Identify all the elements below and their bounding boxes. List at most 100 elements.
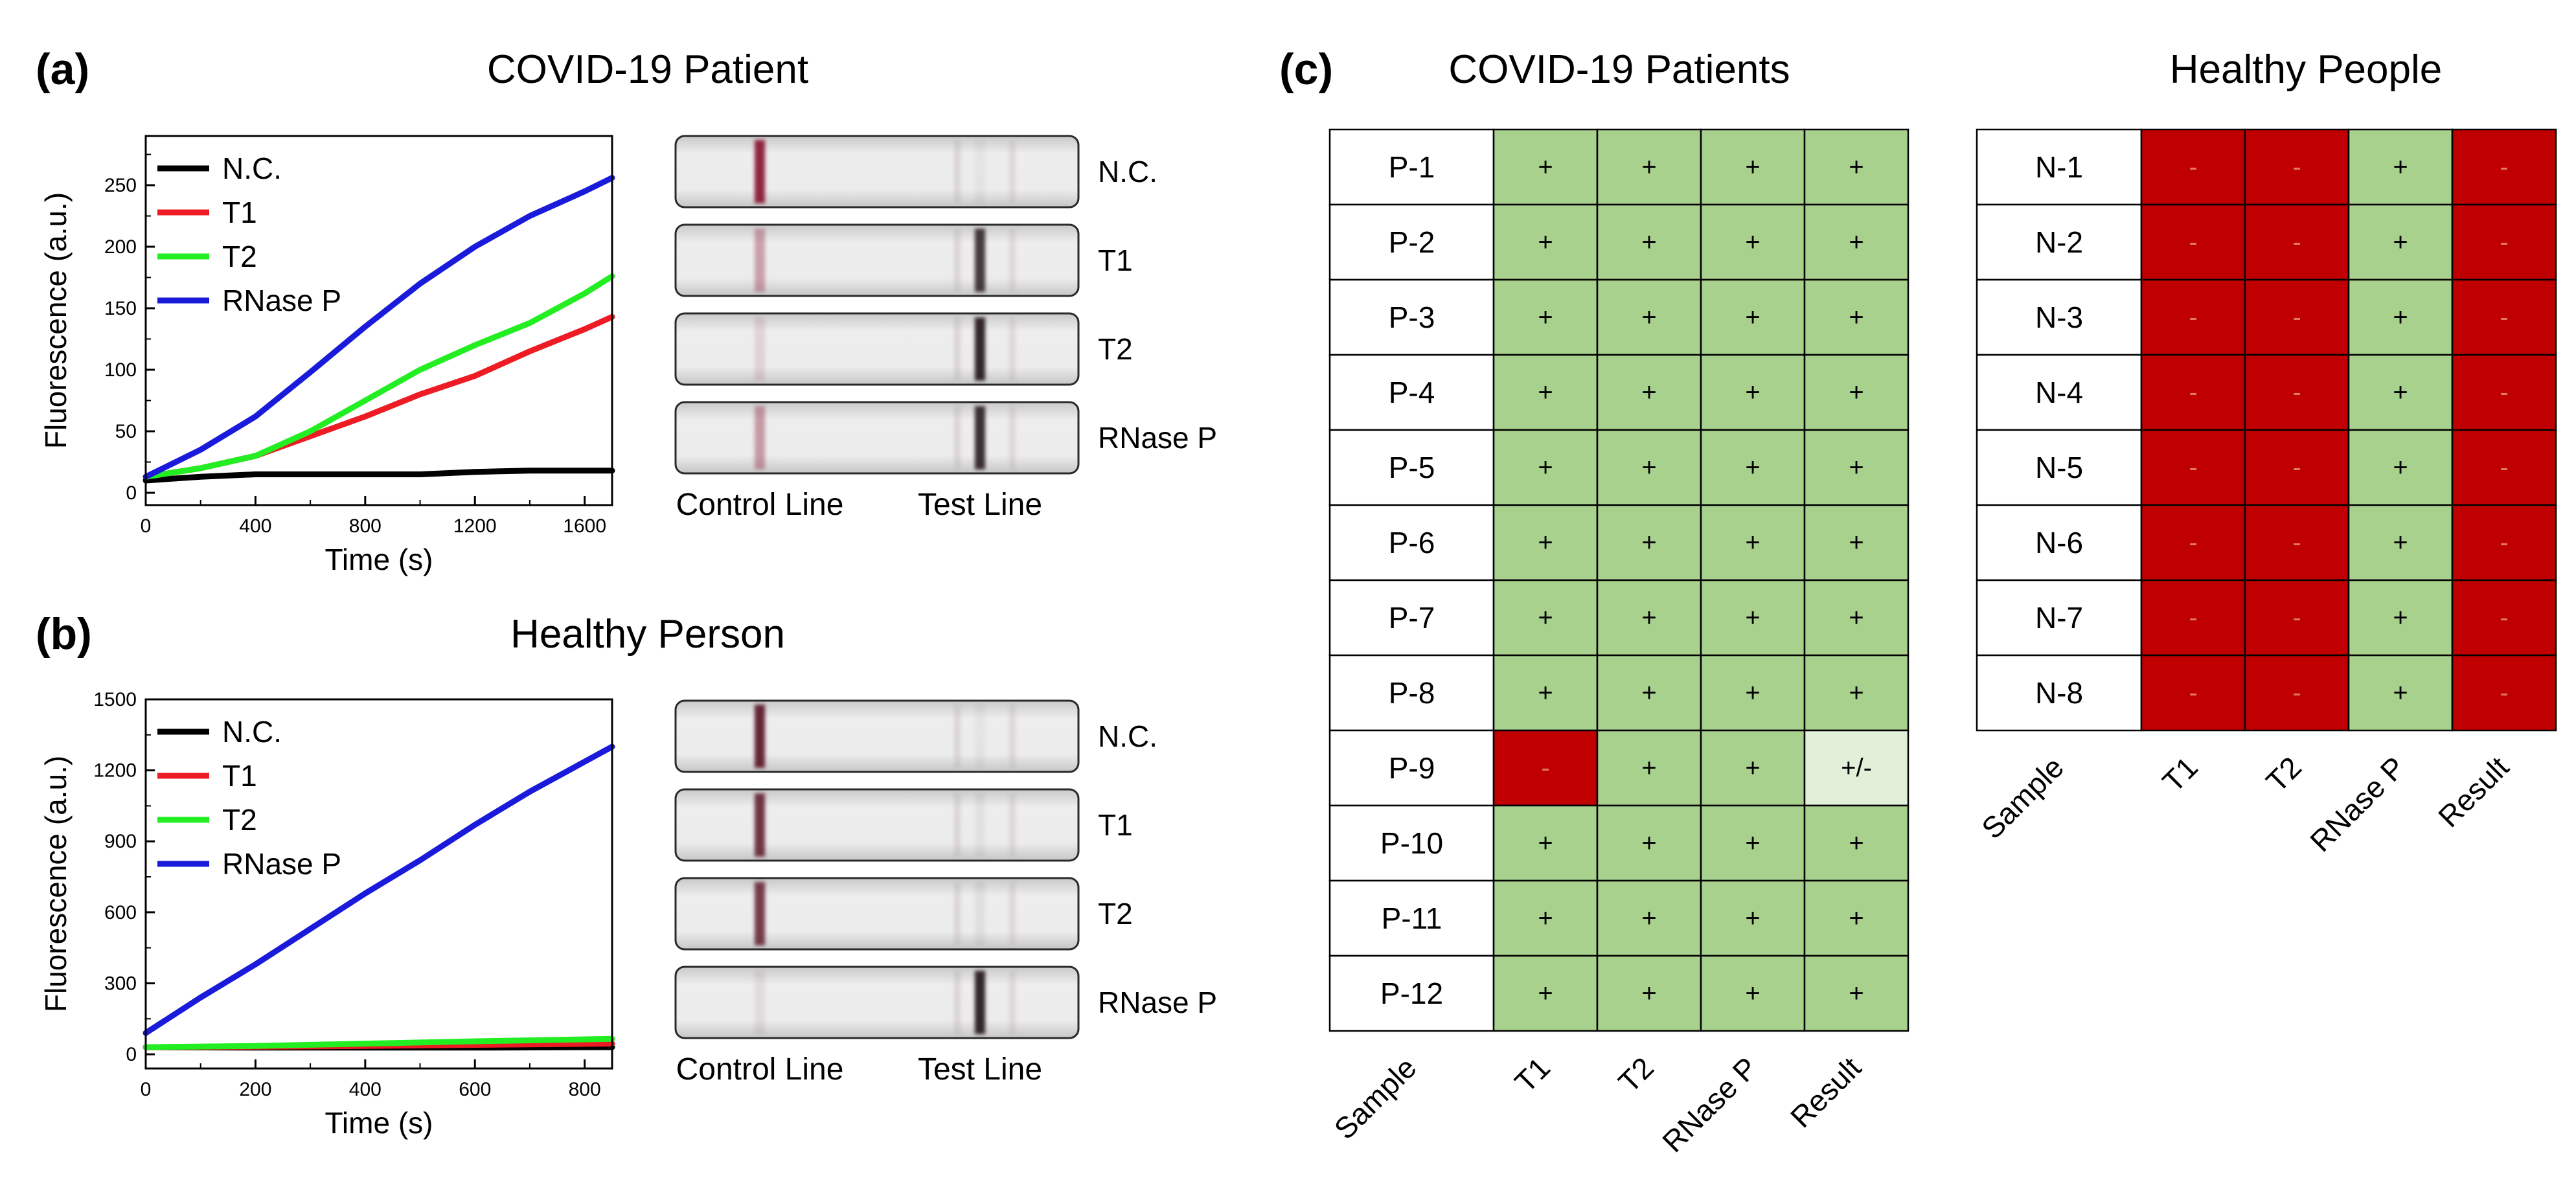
- result-cell: [1700, 879, 1806, 957]
- strip-body: [674, 966, 1080, 1039]
- strip-body: [674, 699, 1080, 773]
- sample-id: N-8: [2035, 676, 2083, 710]
- sample-cell: [1328, 955, 1495, 1032]
- result-cell: [2244, 654, 2350, 732]
- y-tick-label: 300: [104, 973, 137, 994]
- legend-label: RNase P: [222, 847, 341, 881]
- x-tick-label: 200: [239, 1079, 271, 1100]
- result-cell: [2451, 278, 2557, 356]
- result-symbol: -: [2500, 604, 2508, 632]
- sample-cell: [1328, 654, 1495, 732]
- result-cell: [1803, 278, 1909, 356]
- result-symbol: +: [1849, 378, 1864, 407]
- strip-haze: [954, 140, 961, 203]
- result-cell: [1492, 128, 1599, 206]
- strip-haze: [1009, 793, 1016, 857]
- legend-label: T1: [222, 759, 257, 793]
- y-tick-label: 1200: [93, 760, 137, 782]
- series-line-rnase-p: [142, 175, 615, 480]
- y-tick-label: 900: [104, 831, 137, 852]
- strip-body: [674, 877, 1080, 951]
- result-symbol: -: [2292, 679, 2301, 707]
- series-line-n-c-: [142, 468, 615, 484]
- sample-id: P-2: [1389, 225, 1435, 259]
- result-cell: [1700, 654, 1806, 732]
- control-band: [755, 971, 765, 1034]
- result-symbol: +: [1538, 679, 1553, 707]
- result-symbol: -: [2189, 679, 2197, 707]
- result-cell: [2451, 654, 2557, 732]
- result-cell: [1596, 128, 1702, 206]
- result-symbol: +: [1538, 228, 1553, 256]
- y-tick-label: 0: [126, 482, 137, 504]
- result-cell: [1803, 504, 1909, 582]
- sample-id: P-12: [1380, 977, 1443, 1010]
- result-symbol: -: [2500, 153, 2508, 181]
- result-cell: [2244, 354, 2350, 431]
- test-band: [975, 140, 985, 203]
- result-symbol: +: [1849, 228, 1864, 256]
- result-cell: [2140, 504, 2246, 582]
- result-cell: [1492, 354, 1599, 431]
- x-tick-label: 1200: [453, 515, 497, 537]
- test-band: [975, 793, 985, 857]
- strip-haze: [954, 793, 961, 857]
- result-symbol: -: [2292, 604, 2301, 632]
- column-header: Result: [2432, 750, 2515, 833]
- result-symbol: +: [1745, 453, 1760, 482]
- result-cell: [1492, 579, 1599, 657]
- sample-cell: [1976, 203, 2143, 281]
- test-strip: [674, 312, 1080, 386]
- test-band: [975, 317, 985, 381]
- result-symbol: -: [2292, 153, 2301, 181]
- result-symbol: +: [1538, 303, 1553, 332]
- x-axis-label: Time (s): [325, 543, 433, 576]
- sample-id: P-9: [1389, 751, 1435, 785]
- sample-id: P-5: [1389, 451, 1435, 484]
- y-tick-label: 150: [104, 298, 137, 319]
- strip-row-label: N.C.: [1098, 719, 1157, 753]
- column-header: RNase P: [1656, 1050, 1764, 1158]
- x-tick-label: 1600: [563, 515, 606, 537]
- strip-haze: [954, 971, 961, 1034]
- column-header: RNase P: [2303, 750, 2411, 858]
- result-symbol: +: [1745, 979, 1760, 1008]
- result-cell: [1492, 879, 1599, 957]
- result-cell: [2347, 354, 2454, 431]
- sample-cell: [1976, 429, 2143, 506]
- result-symbol: +: [1641, 604, 1656, 632]
- control-band: [755, 882, 765, 945]
- x-axis-label: Time (s): [325, 1106, 433, 1140]
- result-symbol: -: [2292, 453, 2301, 482]
- result-symbol: -: [2500, 679, 2508, 707]
- result-symbol: +: [1745, 303, 1760, 332]
- series-line-rnase-p: [142, 743, 615, 1036]
- result-symbol: -: [2189, 604, 2197, 632]
- result-symbol: +: [2393, 378, 2408, 407]
- result-cell: [1596, 504, 1702, 582]
- panel-c-letter: (c): [1279, 45, 1333, 94]
- result-cell: [1596, 429, 1702, 506]
- panel-a-letter: (a): [36, 45, 89, 94]
- result-cell: [2244, 203, 2350, 281]
- result-cell: [1700, 203, 1806, 281]
- result-cell: [1803, 654, 1909, 732]
- result-symbol: +: [1538, 829, 1553, 857]
- sample-id: P-11: [1382, 901, 1442, 935]
- result-symbol: +: [1538, 153, 1553, 181]
- strip-haze: [1009, 140, 1016, 203]
- column-header: T1: [2156, 750, 2204, 798]
- result-symbol: -: [2189, 528, 2197, 557]
- healthy-table: N-1--+-N-2--+-N-3--+-N-4--+-N-5--+-N-6--…: [1975, 128, 2557, 858]
- sample-cell: [1328, 278, 1495, 356]
- result-symbol: -: [2500, 228, 2508, 256]
- strip-haze: [1009, 971, 1016, 1034]
- strip-haze: [1009, 406, 1016, 469]
- result-cell: [1700, 128, 1806, 206]
- panel-a-title: COVID-19 Patient: [487, 47, 808, 92]
- strip-haze: [954, 229, 961, 292]
